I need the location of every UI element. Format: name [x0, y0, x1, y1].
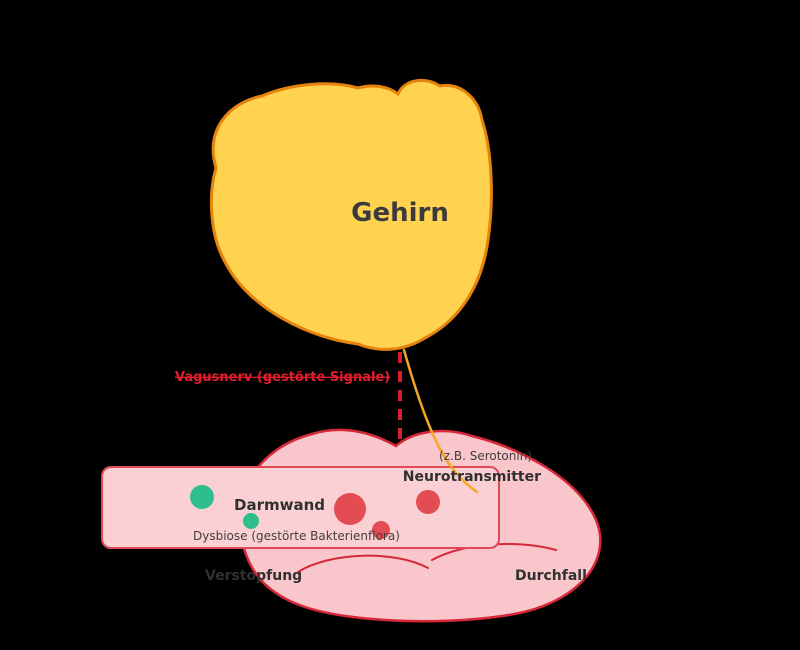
- harmful-bacteria-dot-small: [372, 521, 390, 539]
- healthy-bacteria-dot-small: [243, 513, 259, 529]
- brain-label: Gehirn: [351, 198, 449, 228]
- harmful-bacteria-dot-medium: [416, 490, 440, 514]
- darmwand-label: Darmwand: [234, 496, 325, 514]
- verstopfung-label: Verstopfung: [205, 568, 302, 584]
- healthy-bacteria-dot-large: [190, 485, 214, 509]
- neurotransmitter-line: [402, 348, 479, 494]
- dysbiose-label: Dysbiose (gestörte Bakterienflora): [193, 529, 400, 543]
- vagus-nerve-label: Vagusnerv (gestörte Signale): [175, 370, 390, 385]
- durchfall-label: Durchfall: [515, 568, 587, 584]
- neurotransmitter-example-label: (z.B. Serotonin): [439, 449, 532, 463]
- neurotransmitter-label: Neurotransmitter: [403, 469, 541, 485]
- brain-shape: [209, 78, 493, 351]
- harmful-bacteria-dot-large: [334, 493, 366, 525]
- gut-fold-line-left: [297, 554, 429, 573]
